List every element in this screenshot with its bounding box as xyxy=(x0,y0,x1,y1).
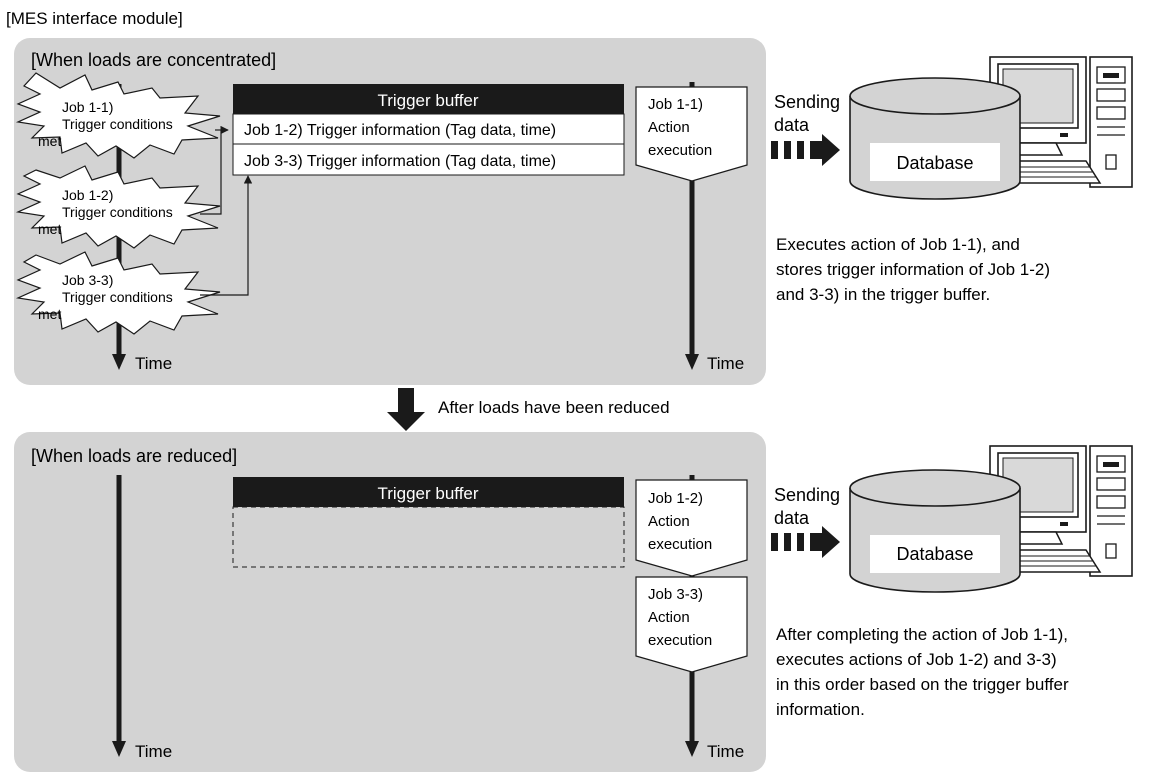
bottom-database-icon: Database xyxy=(849,469,1021,593)
bottom-panel xyxy=(14,432,766,772)
note-top: Executes action of Job 1-1), and stores … xyxy=(776,235,1050,304)
trigger-1-job: Job 1-1) xyxy=(62,99,113,115)
action-1-2-label: Action xyxy=(648,513,690,530)
note-bottom: After completing the action of Job 1-1),… xyxy=(776,625,1069,719)
trigger-1-met: met xyxy=(38,133,61,149)
trigger-burst-1: Job 1-1) Trigger conditions met xyxy=(15,72,221,159)
bottom-right-timeline-arrowhead xyxy=(685,741,699,757)
trigger-2-job: Job 1-2) xyxy=(62,187,113,203)
action-3-3-execution: execution xyxy=(648,632,712,649)
top-panel-title: [When loads are concentrated] xyxy=(31,50,276,70)
trigger-burst-2: Job 1-2) Trigger conditions met xyxy=(15,165,221,249)
module-label: [MES interface module] xyxy=(6,9,183,28)
trigger-3-met: met xyxy=(38,306,61,322)
bottom-sending-line2: data xyxy=(774,508,810,528)
bottom-action-job-1-2: Job 1-2) Action execution xyxy=(635,479,748,577)
bottom-action-job-3-3: Job 3-3) Action execution xyxy=(635,576,748,673)
connector-job-1-2 xyxy=(200,130,222,215)
top-database-icon: Database xyxy=(849,77,1021,200)
bottom-right-time-label: Time xyxy=(707,742,744,761)
action-3-3-label: Action xyxy=(648,609,690,626)
action-3-3-job: Job 3-3) xyxy=(648,586,703,603)
bottom-panel-title: [When loads are reduced] xyxy=(31,446,237,466)
trigger-3-job: Job 3-3) xyxy=(62,272,113,288)
bottom-sending-line1: Sending xyxy=(774,485,840,505)
bottom-sending-arrow xyxy=(771,526,840,558)
buffer-row-job-1-2: Job 1-2) Trigger information (Tag data, … xyxy=(244,122,556,139)
top-left-time-label: Time xyxy=(135,354,172,373)
transition-arrow xyxy=(387,388,425,431)
top-sending-arrow xyxy=(771,134,840,166)
top-action-job-1-1: Job 1-1) Action execution xyxy=(635,86,748,182)
note-bottom-line-2: executes actions of Job 1-2) and 3-3) xyxy=(776,650,1057,669)
trigger-burst-3: Job 3-3) Trigger conditions met xyxy=(15,251,221,335)
bottom-left-timeline-arrowhead xyxy=(112,741,126,757)
top-sending-line2: data xyxy=(774,115,810,135)
bottom-database-label: Database xyxy=(896,544,973,564)
buffer-row-job-3-3: Job 3-3) Trigger information (Tag data, … xyxy=(244,153,556,170)
note-bottom-line-1: After completing the action of Job 1-1), xyxy=(776,625,1068,644)
top-database-label: Database xyxy=(896,153,973,173)
bottom-trigger-buffer: Trigger buffer xyxy=(232,477,625,568)
bottom-trigger-buffer-title: Trigger buffer xyxy=(377,484,478,503)
note-top-line-2: stores trigger information of Job 1-2) xyxy=(776,260,1050,279)
top-sending-line1: Sending xyxy=(774,92,840,112)
connector-job-3-3 xyxy=(200,175,253,296)
trigger-1-condition: Trigger conditions xyxy=(62,116,173,132)
top-left-timeline-arrowhead xyxy=(112,354,126,370)
top-action-label: Action xyxy=(648,119,690,136)
trigger-2-met: met xyxy=(38,221,61,237)
action-1-2-job: Job 1-2) xyxy=(648,490,703,507)
note-bottom-line-4: information. xyxy=(776,700,865,719)
top-right-time-label: Time xyxy=(707,354,744,373)
note-top-line-1: Executes action of Job 1-1), and xyxy=(776,235,1020,254)
top-trigger-buffer-title: Trigger buffer xyxy=(377,91,478,110)
bottom-left-time-label: Time xyxy=(135,742,172,761)
top-action-job: Job 1-1) xyxy=(648,96,703,113)
trigger-2-condition: Trigger conditions xyxy=(62,204,173,220)
note-bottom-line-3: in this order based on the trigger buffe… xyxy=(776,675,1069,694)
trigger-3-condition: Trigger conditions xyxy=(62,289,173,305)
action-1-2-execution: execution xyxy=(648,536,712,553)
transition-label: After loads have been reduced xyxy=(438,398,670,417)
top-action-execution: execution xyxy=(648,142,712,159)
top-right-timeline-arrowhead xyxy=(685,354,699,370)
top-trigger-buffer: Trigger buffer Job 1-2) Trigger informat… xyxy=(232,84,625,176)
note-top-line-3: and 3-3) in the trigger buffer. xyxy=(776,285,990,304)
